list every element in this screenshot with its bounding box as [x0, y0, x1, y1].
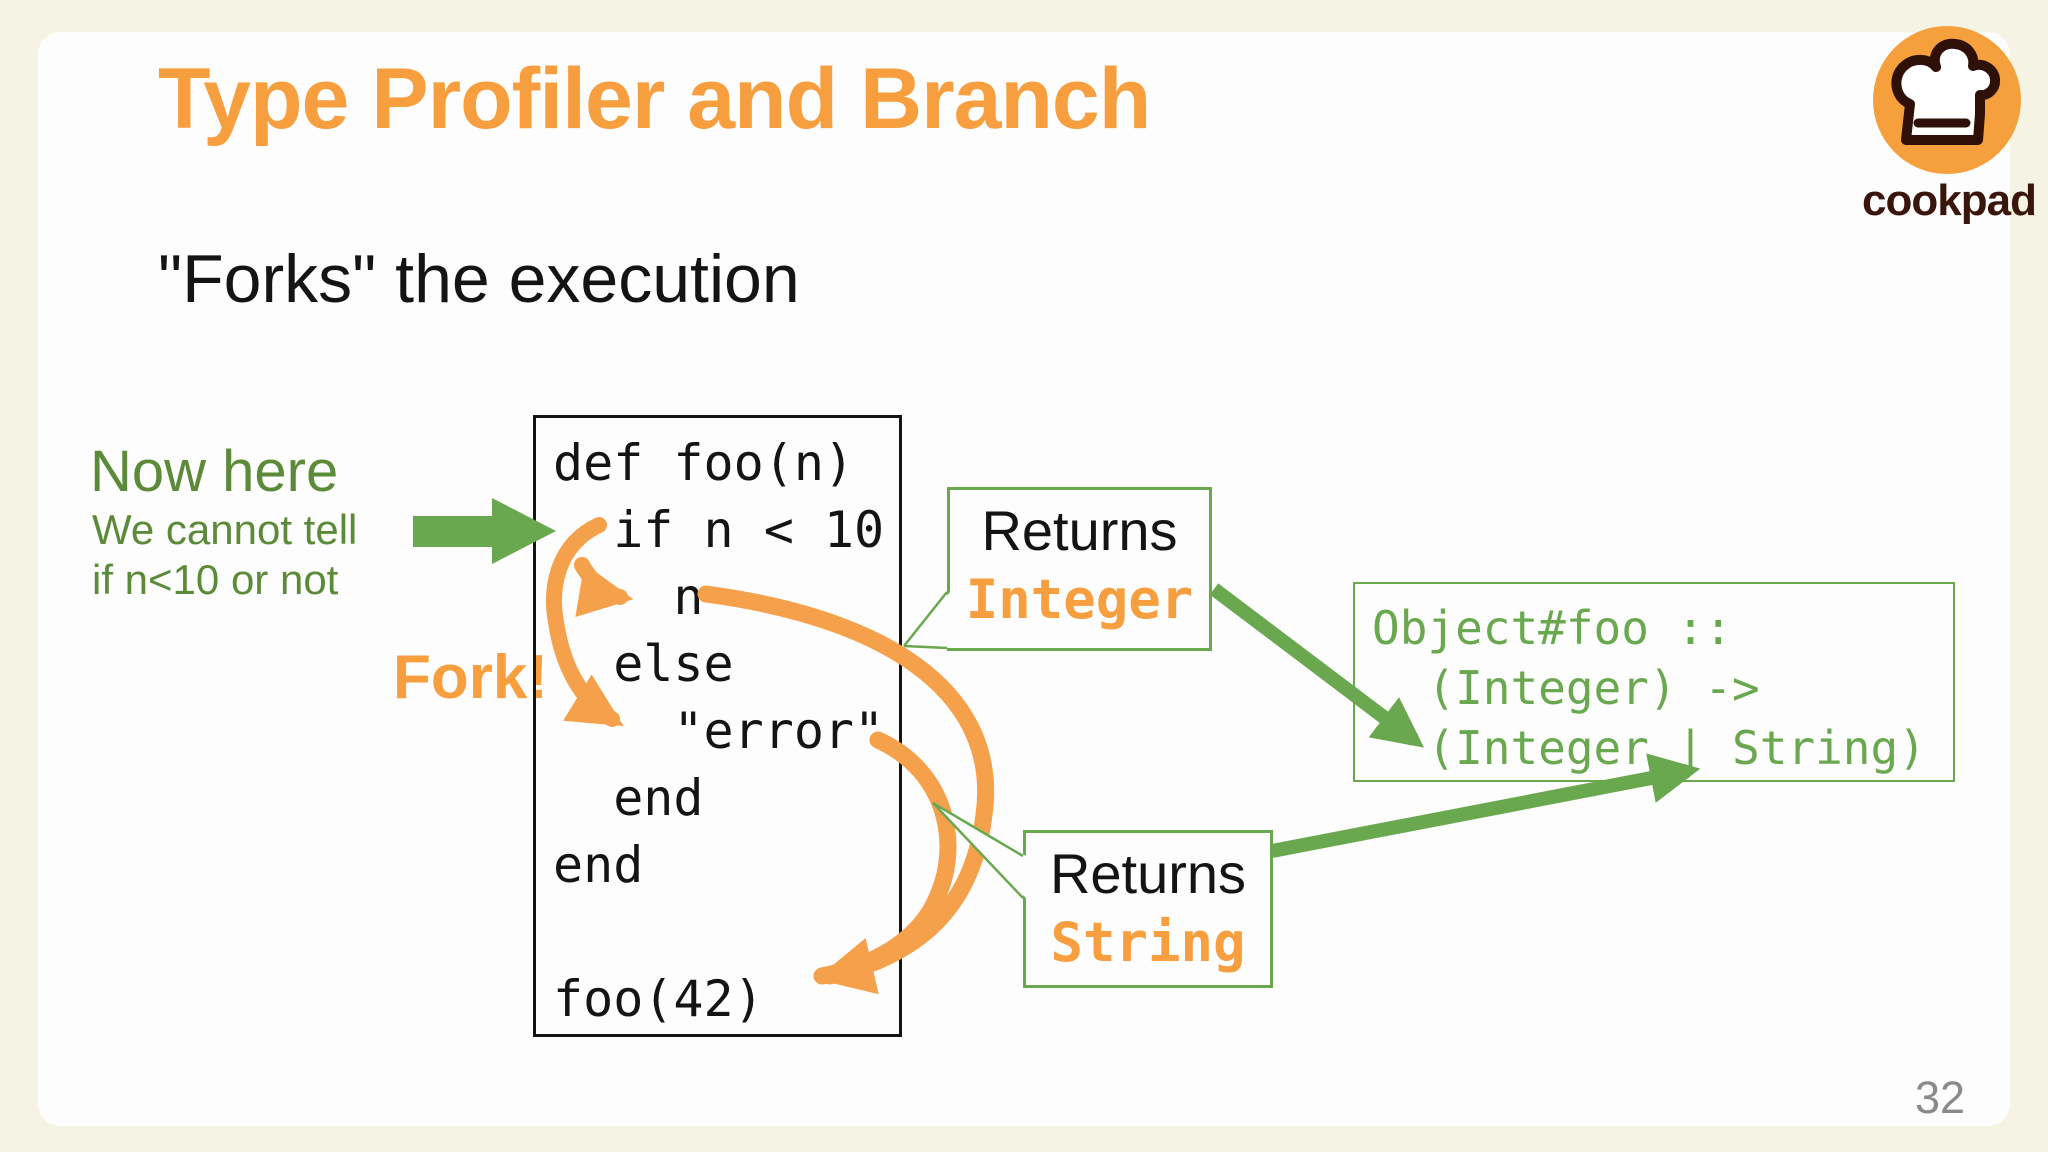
returns-label: Returns: [1049, 842, 1247, 905]
annotation-line1: We cannot tell: [92, 506, 358, 553]
code-line: else: [553, 635, 734, 693]
type-signature-line: (Integer | String): [1372, 721, 1926, 775]
brand-wordmark: cookpad: [1862, 176, 2037, 225]
string-type-label: String: [1050, 911, 1246, 974]
annotation-heading: Now here: [90, 439, 339, 504]
integer-type-label: Integer: [965, 568, 1194, 631]
page-number: 32: [1914, 1072, 1966, 1123]
fork-label: Fork!: [393, 643, 548, 712]
code-line: [553, 899, 899, 966]
type-signature-line: (Integer) ->: [1372, 661, 1760, 715]
code-box: def foo(n) if n < 10 n else "error" end …: [533, 415, 902, 1037]
code-line: if n < 10: [553, 501, 885, 559]
annotation-line2: if n<10 or not: [92, 556, 339, 603]
code-line: foo(42): [553, 970, 764, 1028]
code-line: end: [553, 836, 644, 894]
type-signature-box: Object#foo :: (Integer) -> (Integer | St…: [1353, 582, 1955, 782]
code-line: def foo(n): [553, 434, 855, 492]
slide-title: Type Profiler and Branch: [158, 51, 1151, 147]
returns-label: Returns: [981, 499, 1178, 562]
type-signature-line: Object#foo ::: [1372, 601, 1733, 655]
code-line: end: [553, 769, 704, 827]
slide-subtitle: "Forks" the execution: [158, 241, 800, 317]
code-line: "error": [553, 702, 885, 760]
returns-string-bubble: Returns String: [1023, 830, 1273, 988]
chef-hat-icon: [1891, 38, 2001, 145]
returns-integer-bubble: Returns Integer: [947, 487, 1212, 651]
cookpad-logo: [1873, 26, 2021, 174]
code-line: n: [553, 568, 704, 626]
